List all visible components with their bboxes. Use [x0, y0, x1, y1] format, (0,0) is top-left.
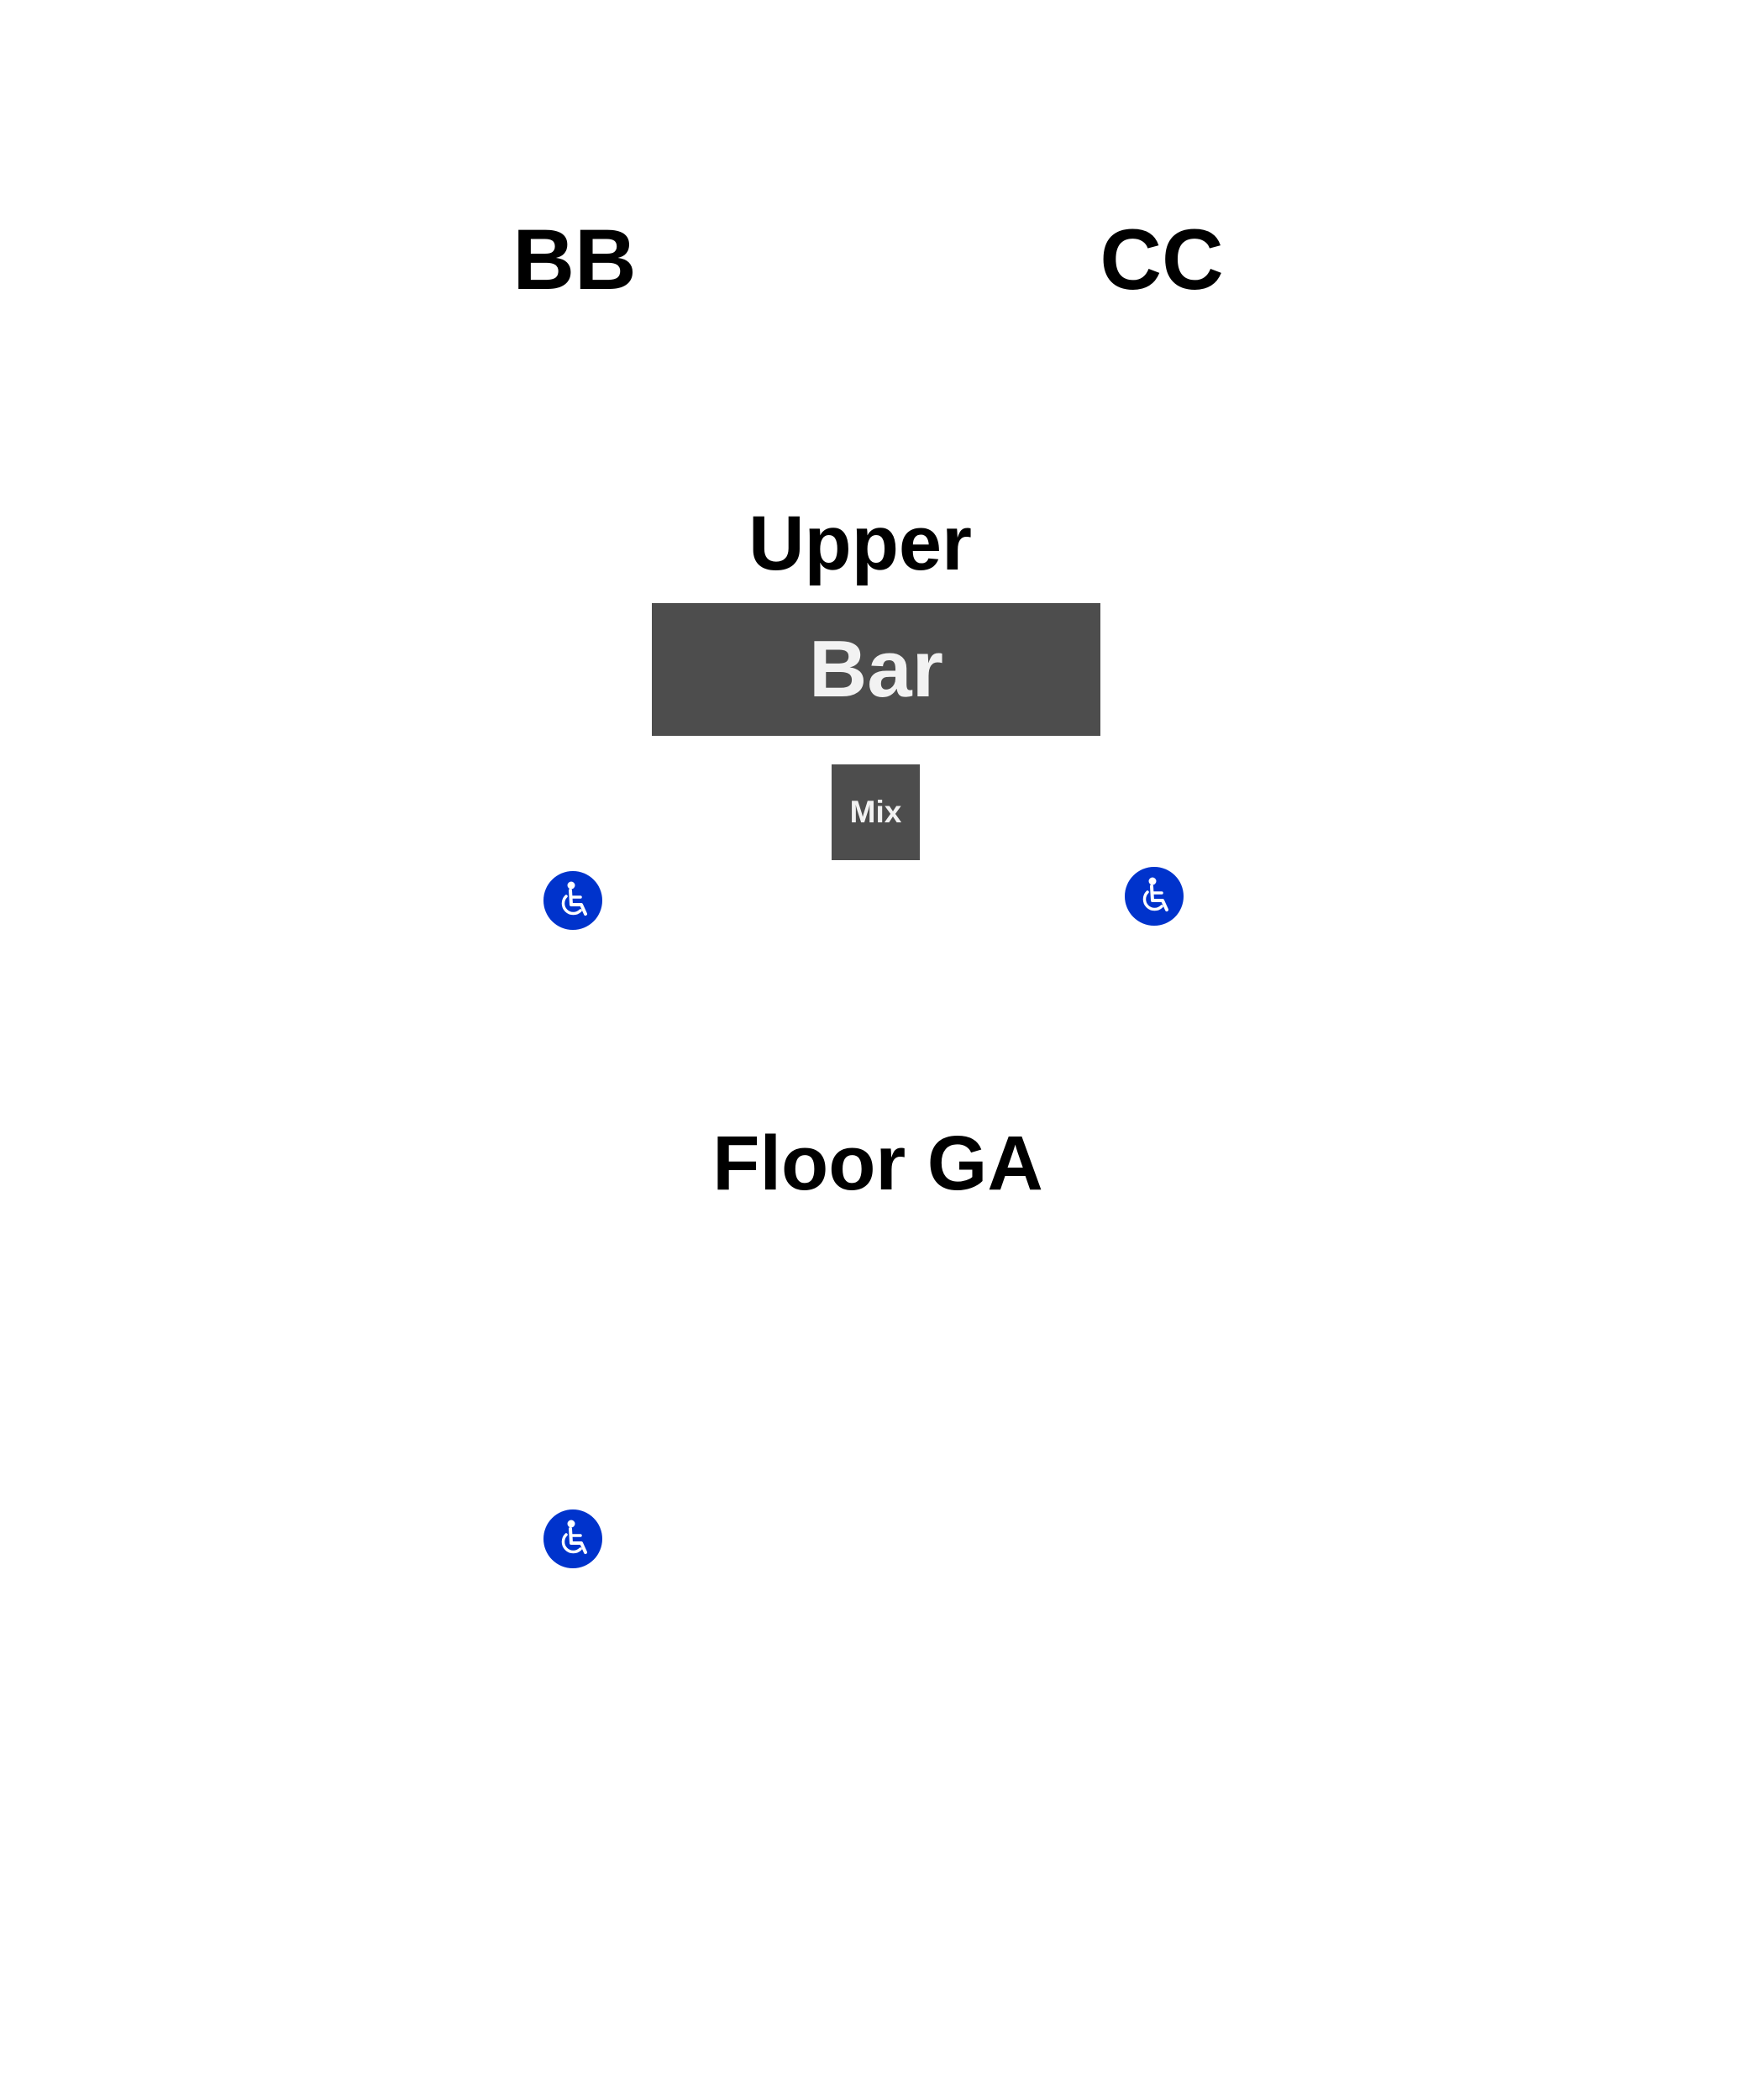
section-cc-label[interactable]: CC: [1100, 212, 1224, 307]
wheelchair-accessible-icon: [543, 1509, 602, 1568]
mix-label: Mix: [849, 795, 902, 829]
bar-label: Bar: [808, 624, 944, 714]
wheelchair-accessible-icon: [543, 871, 602, 930]
section-floor-ga-label[interactable]: Floor GA: [712, 1121, 1043, 1206]
section-bb-label[interactable]: BB: [512, 212, 637, 307]
wheelchair-accessible-icon: [1125, 867, 1184, 926]
mix-position: Mix: [832, 764, 920, 860]
bar-area: Bar: [652, 603, 1100, 736]
section-upper-label[interactable]: Upper: [748, 501, 972, 586]
